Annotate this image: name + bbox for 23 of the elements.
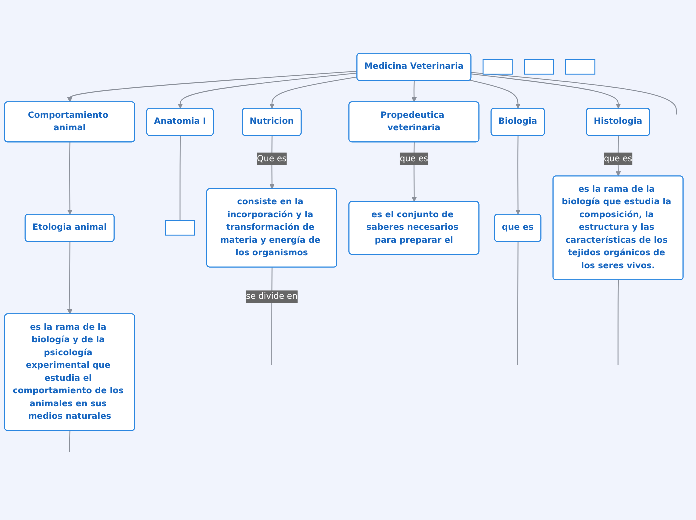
edge-label: que es	[604, 154, 632, 164]
arrow	[470, 80, 521, 109]
edge-label: se divide en	[246, 292, 298, 302]
arrow	[270, 76, 358, 109]
connector	[618, 280, 620, 366]
arrow	[412, 80, 417, 103]
node-box	[566, 59, 596, 75]
connector	[272, 267, 273, 366]
connector	[69, 430, 71, 452]
arrow	[471, 74, 622, 109]
arrow	[178, 72, 358, 109]
node-box	[482, 59, 513, 75]
node-box	[165, 220, 196, 236]
arrow	[67, 70, 358, 103]
arrow	[516, 136, 521, 215]
arrow	[67, 242, 73, 315]
connector	[471, 72, 678, 116]
connector	[518, 242, 519, 366]
node-box	[524, 59, 554, 75]
edge-label: Que es	[257, 154, 287, 164]
edge-label: que es	[400, 154, 428, 164]
connector	[180, 136, 182, 222]
arrow	[67, 142, 73, 215]
